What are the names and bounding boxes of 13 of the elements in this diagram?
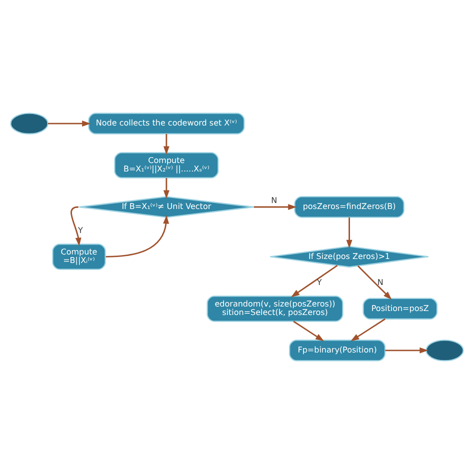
arrow xyxy=(290,264,338,298)
arrow xyxy=(350,318,386,342)
arrow xyxy=(163,134,170,155)
arrow xyxy=(48,120,91,127)
node-ellipse xyxy=(426,340,464,362)
arrow xyxy=(346,217,352,248)
arrow xyxy=(357,265,392,300)
arrow xyxy=(385,347,428,354)
arrow xyxy=(293,320,324,342)
arrow xyxy=(106,215,170,258)
arrow xyxy=(254,204,297,210)
node-ellipse xyxy=(10,112,48,134)
arrow xyxy=(163,178,170,199)
